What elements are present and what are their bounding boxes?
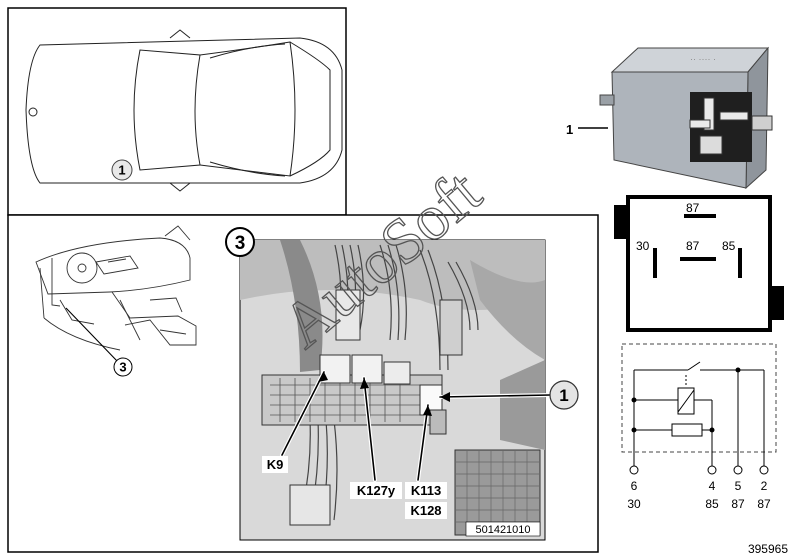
car-outline [25,29,343,192]
callout-location-label: 3 [119,360,126,375]
part-callout: 1 [566,122,573,137]
photo-number: 501421010 [475,524,530,536]
dashboard-sketch [35,225,197,351]
terminal-designation-4: 87 [757,497,771,511]
panel-number-label: 3 [235,233,246,254]
callout-location: 3 [113,357,133,377]
callout-detail: 1 [549,380,579,410]
terminal-number-4: 2 [761,479,768,493]
svg-text:·· ···· ·: ·· ···· · [690,54,716,64]
terminal-number-1: 6 [631,479,638,493]
callout-detail-label: 1 [559,386,568,405]
relay-pinout: 87 87 30 85 [614,195,784,332]
relay-schematic: 6 4 5 2 30 85 87 87 [621,343,777,511]
diagram-number: 395965 [748,542,788,556]
label-k9: K9 [267,457,284,472]
label-k113: K113 [411,483,441,498]
terminal-number-2: 4 [709,479,716,493]
terminal-designation-2: 85 [705,497,719,511]
pin-center-label: 87 [686,239,700,253]
location-panel: 3 [7,214,599,553]
pin-right-label: 85 [722,239,736,253]
terminal-designation-3: 87 [731,497,745,511]
pin-left-label: 30 [636,239,650,253]
panel-number-badge: 3 [225,227,255,257]
terminal-number-3: 5 [735,479,742,493]
terminal-designation-1: 30 [627,497,641,511]
leader-location [65,307,119,363]
callout-car-top-label: 1 [118,163,125,178]
callout-car-top: 1 [111,159,133,181]
car-top-view-panel: 1 [7,7,347,216]
label-k127y: K127y [357,483,396,498]
detail-photo: K9 K127y K113 K128 501421010 [239,239,552,541]
label-k128: K128 [410,503,441,518]
pin-top-label: 87 [686,201,700,215]
relay-part-image: ·· ···· · [599,46,773,190]
